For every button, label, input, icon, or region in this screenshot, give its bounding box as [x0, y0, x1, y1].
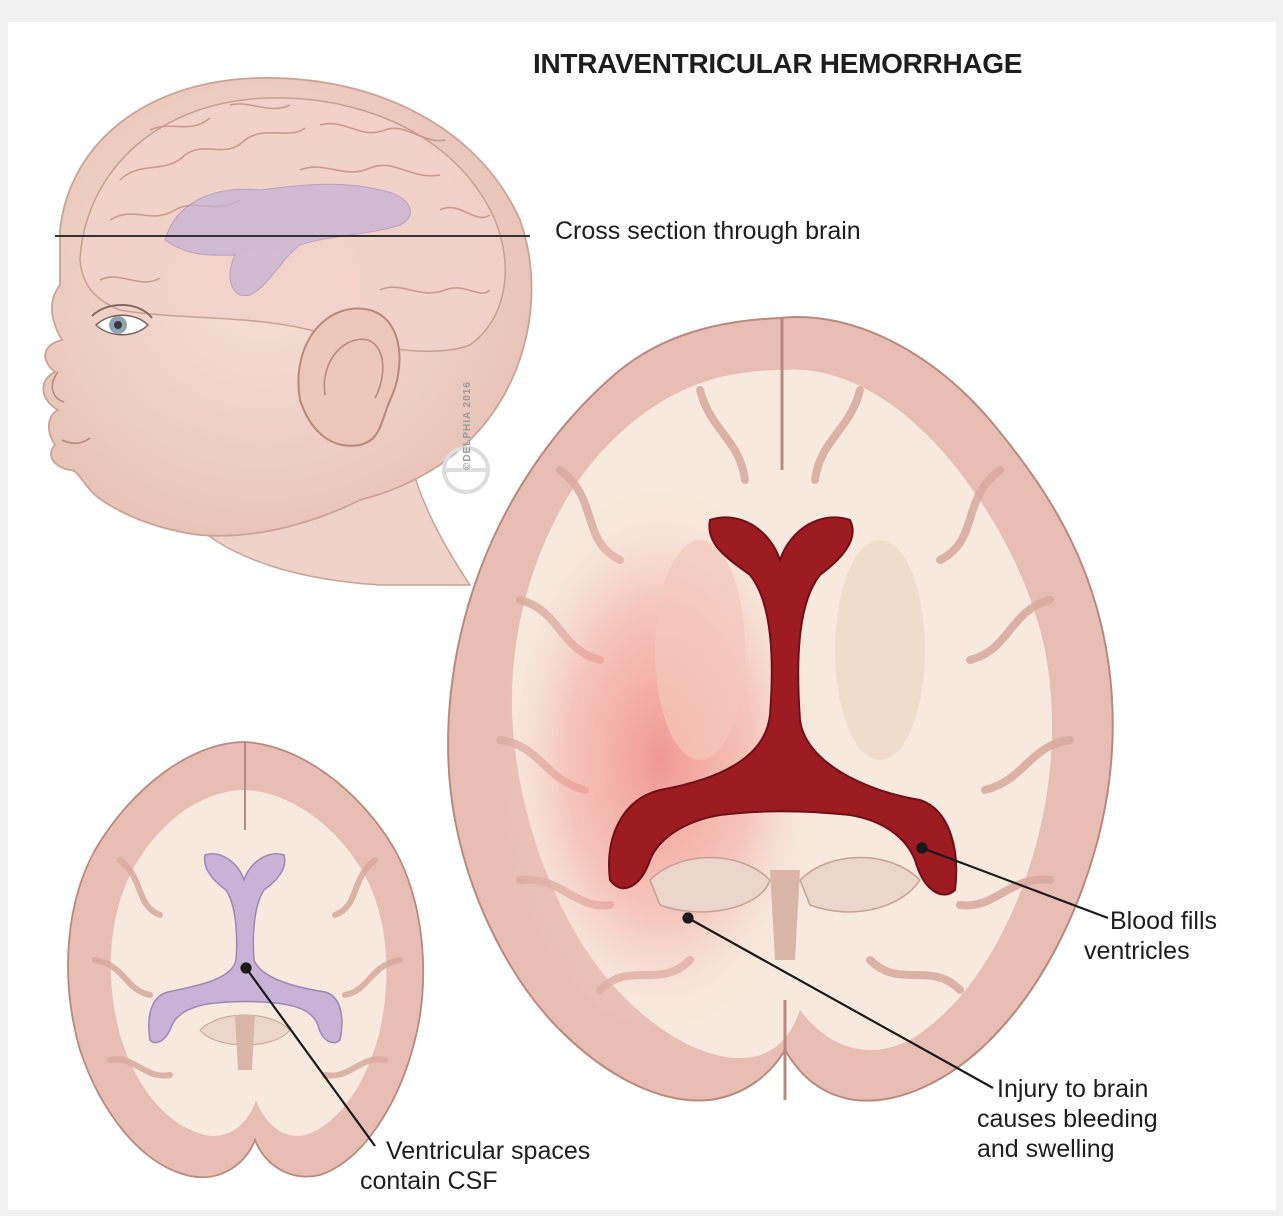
label-ventricular-line1: Ventricular spaces	[386, 1136, 590, 1166]
baby-head-illustration	[43, 78, 531, 585]
label-blood-fills-line1: Blood fills	[1110, 906, 1217, 936]
small-brain-cross-section	[68, 742, 423, 1177]
label-injury-line3: and swelling	[977, 1134, 1158, 1164]
page-title: INTRAVENTRICULAR HEMORRHAGE	[533, 48, 1022, 80]
label-cross-section: Cross section through brain	[555, 216, 861, 246]
leader-dot-blood	[918, 844, 927, 853]
leader-dot-injury	[684, 914, 693, 923]
label-injury-line2: causes bleeding	[977, 1104, 1158, 1134]
copyright-text: ©DELPHIA 2016	[462, 381, 473, 470]
large-brain-cross-section	[448, 317, 1113, 1101]
label-injury-line1: Injury to brain	[997, 1074, 1158, 1104]
label-injury: Injury to brain causes bleeding and swel…	[997, 1074, 1158, 1164]
label-blood-fills: Blood fills ventricles	[1110, 906, 1217, 966]
label-blood-fills-line2: ventricles	[1084, 936, 1217, 966]
leader-dot-csf	[242, 964, 251, 973]
label-ventricular: Ventricular spaces contain CSF	[386, 1136, 590, 1196]
label-ventricular-line2: contain CSF	[360, 1166, 590, 1196]
